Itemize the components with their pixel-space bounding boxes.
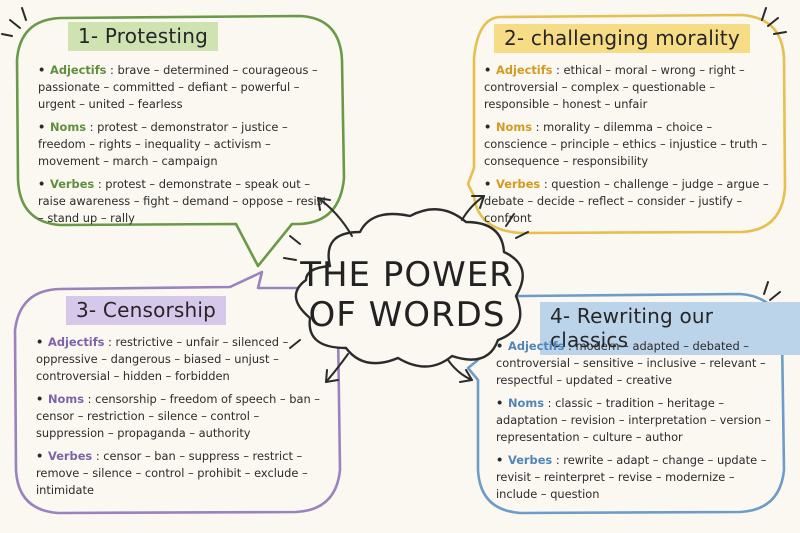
center-cloud <box>294 208 524 368</box>
bullet-icon: • <box>38 63 46 77</box>
bubble-2-verbs: • Verbes : question – challenge – judge –… <box>484 176 774 227</box>
section-label: Verbes <box>496 177 541 191</box>
bubble-4-content: • Adjectifs : modern – adapted – debated … <box>496 338 776 509</box>
section-label: Noms <box>48 392 85 406</box>
bubble-1-nouns: • Noms : protest – demonstrator – justice… <box>38 119 334 170</box>
bubble-4-title: 4- Rewriting our classics <box>540 302 800 355</box>
section-text: : protest – demonstrator – justice – fre… <box>38 120 288 168</box>
bubble-2-title: 2- challenging morality <box>494 24 750 53</box>
section-label: Noms <box>508 396 545 410</box>
arrow-to-bubble-1 <box>317 197 353 237</box>
bubble-3-title: 3- Censorship <box>66 296 227 325</box>
emphasis-marks-bubble-1 <box>1 7 27 37</box>
bubble-2-content: • Adjectifs : ethical – moral – wrong – r… <box>484 62 774 233</box>
section-text: : classic – tradition – heritage – adapt… <box>496 396 771 444</box>
section-label: Verbes <box>48 449 93 463</box>
bubble-2-adjectives: • Adjectifs : ethical – moral – wrong – r… <box>484 62 774 113</box>
arrow-to-bubble-3-head <box>325 369 339 383</box>
section-label: Adjectifs <box>48 335 105 349</box>
section-label: Adjectifs <box>50 63 107 77</box>
bubble-4-title-wrap: 4- Rewriting our classics <box>540 302 800 355</box>
section-text: : rewrite – adapt – change – update – re… <box>496 453 767 501</box>
bullet-icon: • <box>484 63 492 77</box>
bubble-3-verbs: • Verbes : censor – ban – suppress – rest… <box>36 448 330 499</box>
bullet-icon: • <box>38 177 46 191</box>
bullet-icon: • <box>496 339 504 353</box>
section-text: : modern – adapted – debated – controver… <box>496 339 766 387</box>
section-text: : protest – demonstrate – speak out – ra… <box>38 177 328 225</box>
bubble-4-nouns: • Noms : classic – tradition – heritage –… <box>496 395 776 446</box>
section-text: : ethical – moral – wrong – right – cont… <box>484 63 745 111</box>
bullet-icon: • <box>36 392 44 406</box>
arrow-to-bubble-1-head <box>317 197 331 211</box>
bubble-3-nouns: • Noms : censorship – freedom of speech –… <box>36 391 330 442</box>
emphasis-marks-center-left <box>283 235 301 261</box>
section-label: Verbes <box>508 453 553 467</box>
section-label: Adjectifs <box>496 63 553 77</box>
bubble-1-title-wrap: 1- Protesting <box>68 22 218 51</box>
bubble-1-content: • Adjectifs : brave – determined – courag… <box>38 62 334 233</box>
arrow-to-bubble-4-head <box>459 369 473 383</box>
section-label: Noms <box>496 120 533 134</box>
emphasis-marks-bubble-2 <box>761 7 787 35</box>
section-text: : brave – determined – courageous – pass… <box>38 63 318 111</box>
bubble-1-adjectives: • Adjectifs : brave – determined – courag… <box>38 62 334 113</box>
bullet-icon: • <box>38 120 46 134</box>
bubble-1-outline <box>15 14 346 268</box>
section-text: : restrictive – unfair – silenced – oppr… <box>36 335 289 383</box>
emphasis-marks-center-bottom-left <box>289 339 301 349</box>
bubble-2-title-wrap: 2- challenging morality <box>494 24 750 53</box>
section-label: Noms <box>50 120 87 134</box>
section-label: Verbes <box>50 177 95 191</box>
bubble-3-title-wrap: 3- Censorship <box>66 296 227 325</box>
section-label: Adjectifs <box>508 339 565 353</box>
arrow-to-bubble-2-head <box>471 195 485 209</box>
arrow-to-bubble-2 <box>461 195 485 221</box>
bubble-2-outline <box>466 13 787 235</box>
bullet-icon: • <box>496 396 504 410</box>
bullet-icon: • <box>484 177 492 191</box>
section-text: : question – challenge – judge – argue –… <box>484 177 769 225</box>
bubble-2-nouns: • Noms : morality – dilemma – choice – co… <box>484 119 774 170</box>
emphasis-marks-center-right <box>505 213 529 239</box>
bullet-icon: • <box>496 453 504 467</box>
arrow-to-bubble-3 <box>325 353 349 383</box>
bubble-4-adjectives: • Adjectifs : modern – adapted – debated … <box>496 338 776 389</box>
section-text: : morality – dilemma – choice – conscien… <box>484 120 768 168</box>
center-title-line-2: OF WORDS <box>308 295 506 335</box>
bubble-1-verbs: • Verbes : protest – demonstrate – speak … <box>38 176 334 227</box>
bubble-3-adjectives: • Adjectifs : restrictive – unfair – sile… <box>36 334 330 385</box>
bullet-icon: • <box>484 120 492 134</box>
bullet-icon: • <box>36 449 44 463</box>
arrow-to-bubble-4 <box>447 359 473 381</box>
bubble-3-content: • Adjectifs : restrictive – unfair – sile… <box>36 334 330 505</box>
bubble-4-verbs: • Verbes : rewrite – adapt – change – upd… <box>496 452 776 503</box>
section-text: : censor – ban – suppress – restrict – r… <box>36 449 308 497</box>
center-title-line-1: THE POWER <box>300 255 514 295</box>
bubble-1-title: 1- Protesting <box>68 22 218 51</box>
center-title: THE POWER OF WORDS <box>300 255 514 335</box>
section-text: : censorship – freedom of speech – ban –… <box>36 392 320 440</box>
bullet-icon: • <box>36 335 44 349</box>
